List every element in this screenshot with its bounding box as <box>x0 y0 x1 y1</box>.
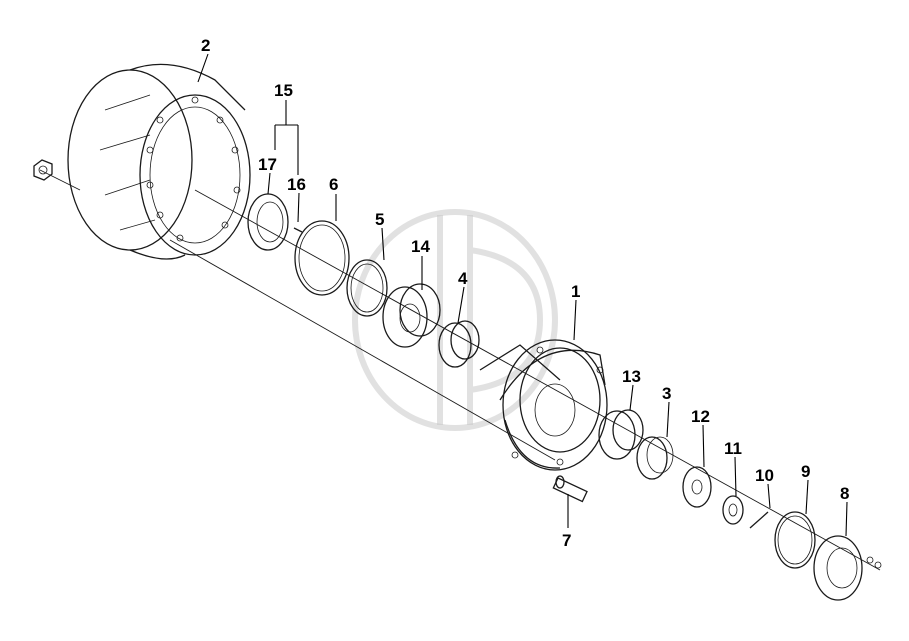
bearing-cup <box>438 320 480 368</box>
inner-bearing <box>382 283 441 348</box>
callout-1: 1 <box>571 282 580 301</box>
castle-nut <box>722 495 744 525</box>
callout-9: 9 <box>801 462 810 481</box>
wheel-stud <box>552 475 588 503</box>
assembly-axes <box>39 169 881 571</box>
callout-16: 16 <box>287 175 306 194</box>
brake-drum <box>67 63 251 260</box>
callout-15: 15 <box>274 81 293 100</box>
wheel-nut <box>33 159 53 181</box>
callout-11: 11 <box>724 439 742 458</box>
outer-bearing <box>598 409 644 460</box>
callout-17: 17 <box>258 155 277 174</box>
callout-8: 8 <box>840 484 849 503</box>
small-pin <box>293 227 303 233</box>
callout-13: 13 <box>622 367 641 386</box>
gasket <box>774 511 816 569</box>
callout-2: 2 <box>201 36 210 55</box>
callout-10: 10 <box>755 466 774 485</box>
hub-cap <box>813 535 882 601</box>
callout-14: 14 <box>411 237 430 256</box>
o-ring-small <box>346 259 388 317</box>
callout-3: 3 <box>662 384 671 403</box>
callout-4: 4 <box>458 269 468 288</box>
o-ring-large <box>294 220 350 296</box>
callout-5: 5 <box>375 210 384 229</box>
seal-ring <box>247 193 289 251</box>
callout-12: 12 <box>691 407 710 426</box>
washer <box>682 466 712 508</box>
logo-watermark <box>352 209 558 431</box>
leader-lines <box>197 53 848 537</box>
wheel-hub <box>479 339 608 471</box>
callout-7: 7 <box>562 531 571 550</box>
outer-cup <box>636 436 674 480</box>
cotter-pin <box>749 511 769 529</box>
callout-6: 6 <box>329 175 338 194</box>
callout-labels: 1 2 3 4 5 6 7 8 9 10 11 12 13 14 15 16 1… <box>201 36 849 550</box>
